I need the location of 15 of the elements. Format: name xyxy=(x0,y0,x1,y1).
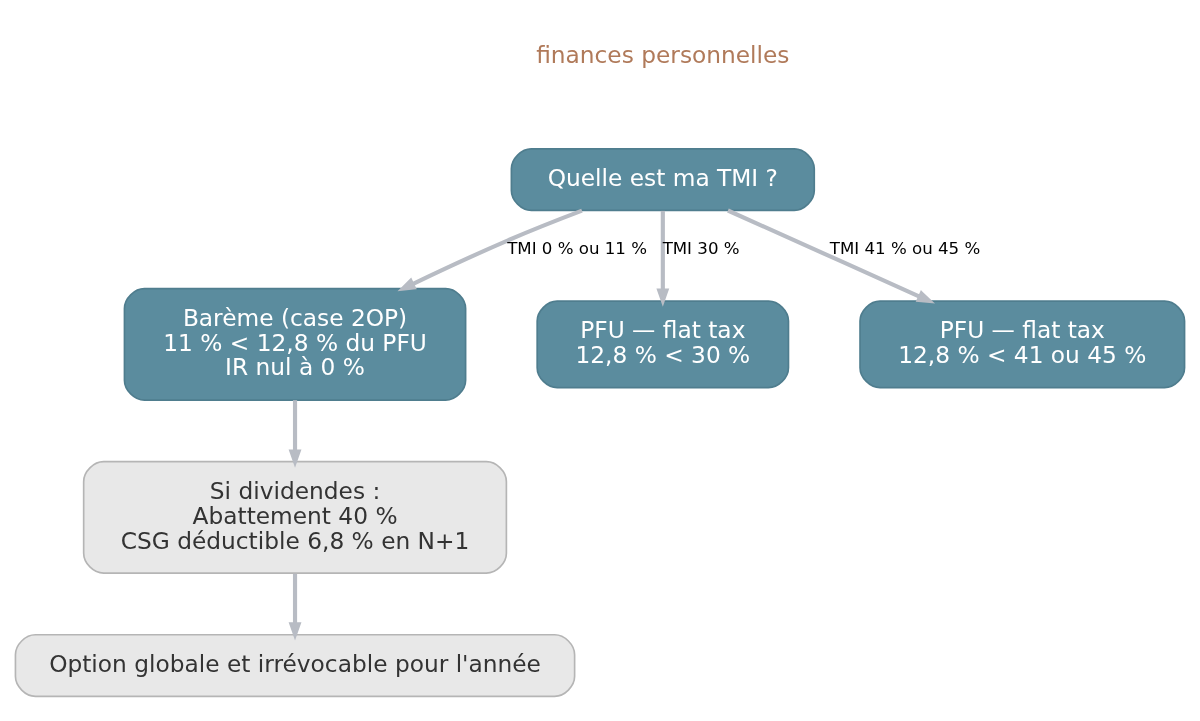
node-box: Barème (case 2OP) 11 % < 12,8 % du PFU IR nul à 0 % xyxy=(123,287,467,401)
arrow xyxy=(288,399,302,468)
arrow xyxy=(397,208,583,291)
node-box: Si dividendes : Abattement 40 % CSG déductible 6,8 % en N+1 xyxy=(82,460,508,574)
edge-label: TMI 30 % xyxy=(662,238,740,258)
node-box: PFU — flat tax 12,8 % < 30 % xyxy=(536,299,790,388)
edge-label: TMI 0 % ou 11 % xyxy=(507,238,648,258)
edge-label: TMI 41 % ou 45 % xyxy=(829,238,981,258)
node-box: PFU — flat tax 12,8 % < 41 ou 45 % xyxy=(859,299,1186,388)
arrow xyxy=(727,208,936,303)
arrow xyxy=(288,573,302,641)
node-box: Quelle est ma TMI ? xyxy=(510,147,816,211)
node-box: Option globale et irrévocable pour l'année xyxy=(14,633,576,697)
arrow xyxy=(656,210,670,307)
label: finances personnelles xyxy=(536,40,790,68)
